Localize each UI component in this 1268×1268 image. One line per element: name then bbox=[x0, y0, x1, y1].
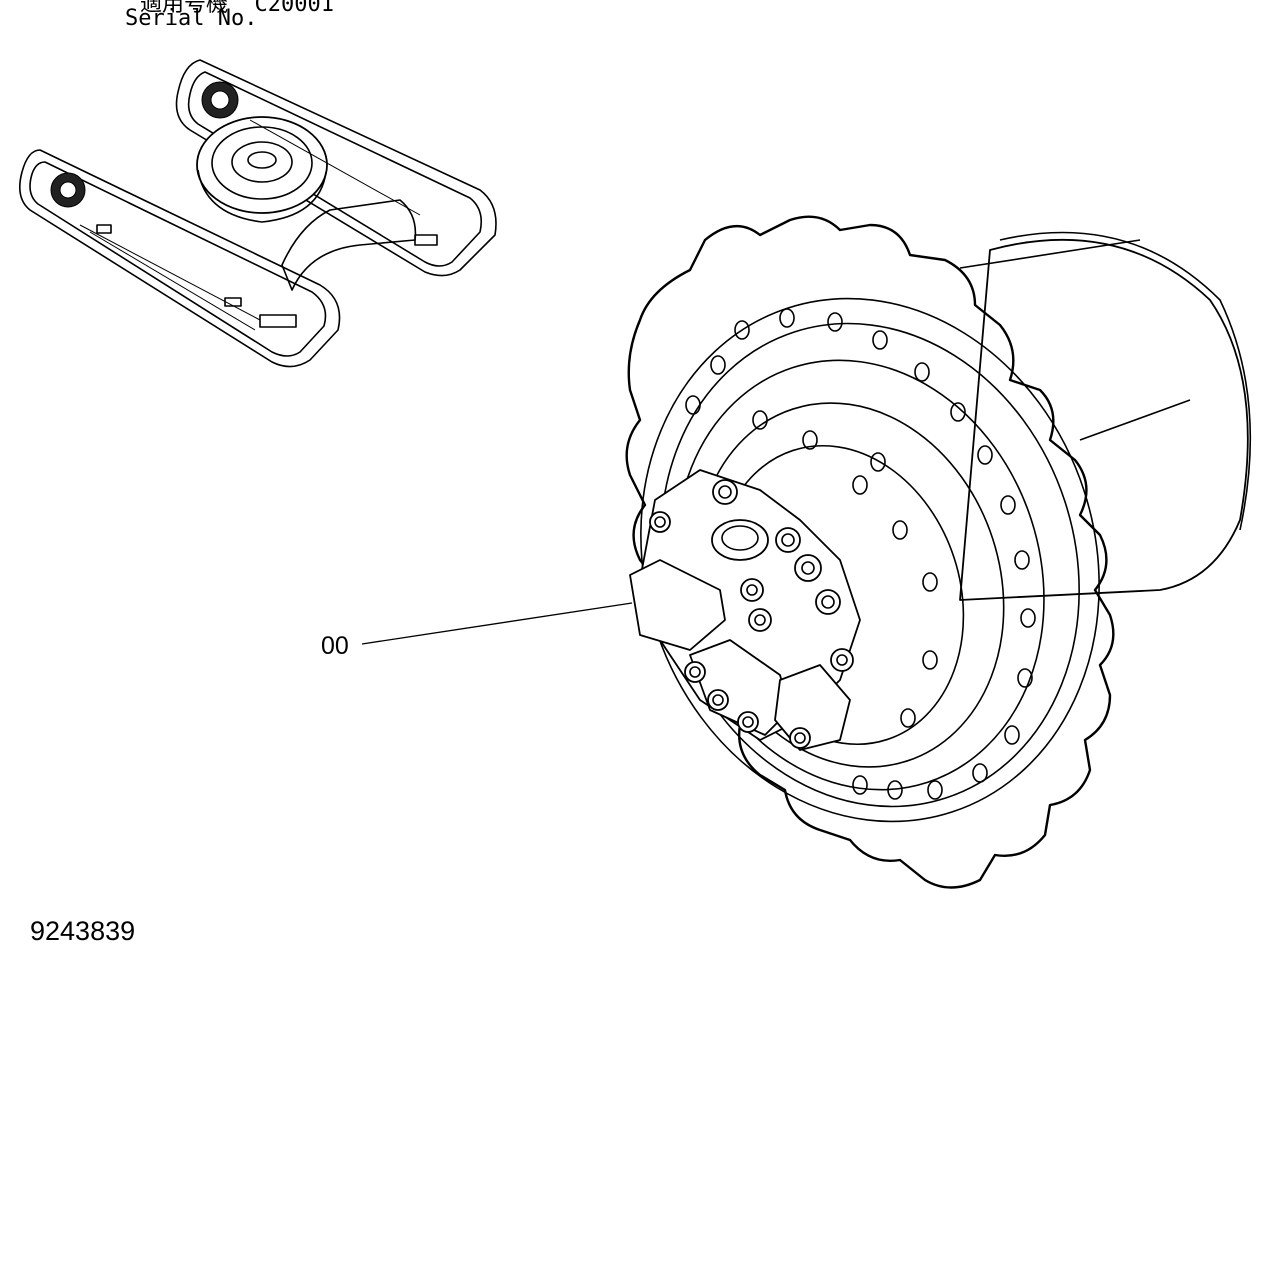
flange-bolt-holes bbox=[685, 308, 1036, 800]
callout-leader-line bbox=[361, 602, 633, 645]
drawing-number: 9243839 bbox=[30, 916, 136, 946]
serial-number-label: Serial No. bbox=[125, 6, 258, 31]
hydraulic-port-fittings bbox=[649, 479, 854, 749]
part-callout-label: 00 bbox=[321, 632, 349, 660]
applicable-model-text: 適用号機 C20001 bbox=[140, 0, 334, 17]
